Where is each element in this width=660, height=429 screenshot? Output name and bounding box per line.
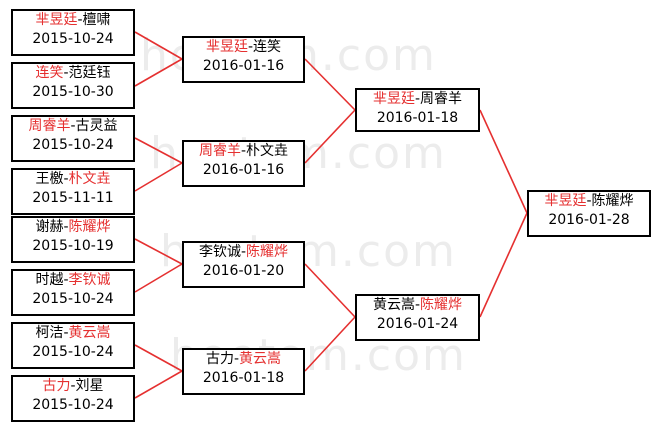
player-name: 陈耀烨 — [68, 219, 111, 235]
separator: - — [70, 378, 76, 394]
match-date: 2015-10-24 — [32, 31, 114, 47]
match-box-r2-4: 古力-黄云嵩 2016-01-18 — [182, 348, 305, 395]
player-name: 芈昱廷 — [205, 39, 248, 55]
player-name: 黄云嵩 — [372, 297, 415, 313]
player-name: 古灵益 — [75, 118, 118, 134]
match-date: 2016-01-16 — [202, 58, 285, 74]
player-name: 李钦诚 — [198, 244, 241, 260]
match-box-r1-3: 周睿羊-古灵益 2015-10-24 — [11, 115, 135, 162]
match-date: 2015-10-24 — [32, 397, 114, 413]
player-name: 芈昱廷 — [35, 12, 78, 28]
match-box-r1-2: 连笑-范廷钰 2015-10-30 — [11, 62, 135, 109]
player-name: 李钦诚 — [68, 272, 111, 288]
player-name: 古力 — [42, 378, 71, 394]
connector-line — [134, 162, 183, 192]
connector-line — [304, 109, 356, 164]
separator: - — [63, 171, 69, 187]
player-name: 周睿羊 — [420, 91, 463, 107]
player-name: 檀啸 — [82, 12, 111, 28]
player-name: 陈耀烨 — [420, 297, 463, 313]
match-date: 2016-01-16 — [202, 162, 285, 178]
separator: - — [63, 65, 69, 81]
player-name: 黄云嵩 — [68, 325, 111, 341]
connector-line — [134, 370, 183, 399]
connector-line — [134, 58, 183, 87]
player-name: 陈耀烨 — [591, 193, 634, 209]
match-date: 2015-11-11 — [32, 190, 114, 206]
match-box-r1-1: 芈昱廷-檀啸 2015-10-24 — [11, 9, 135, 56]
player-name: 连笑 — [253, 39, 282, 55]
match-date: 2015-10-24 — [32, 291, 114, 307]
separator: - — [63, 219, 69, 235]
connector-line — [304, 263, 356, 318]
match-date: 2015-10-24 — [32, 137, 114, 153]
player-name: 古力 — [205, 351, 234, 367]
connector-line — [304, 316, 356, 372]
separator: - — [233, 351, 240, 367]
player-name: 朴文垚 — [246, 143, 289, 159]
player-name: 陈耀烨 — [246, 244, 289, 260]
match-date: 2016-01-18 — [202, 370, 285, 386]
match-box-r2-2: 周睿羊-朴文垚 2016-01-16 — [182, 140, 305, 187]
connector-line — [134, 263, 183, 293]
separator: - — [63, 272, 69, 288]
match-box-r3-1: 芈昱廷-周睿羊 2016-01-18 — [355, 88, 480, 132]
match-date: 2016-01-18 — [376, 110, 459, 126]
match-box-r1-6: 时越-李钦诚 2015-10-24 — [11, 269, 135, 316]
player-name: 王檄 — [35, 171, 64, 187]
match-box-r2-1: 芈昱廷-连笑 2016-01-16 — [182, 36, 305, 83]
player-name: 芈昱廷 — [544, 193, 587, 209]
player-name: 周睿羊 — [198, 143, 241, 159]
player-name: 柯洁 — [35, 325, 64, 341]
match-date: 2016-01-20 — [202, 263, 285, 279]
separator: - — [63, 325, 69, 341]
player-name: 连笑 — [35, 65, 64, 81]
separator: - — [414, 91, 421, 107]
separator: - — [247, 39, 254, 55]
player-name: 时越 — [35, 272, 64, 288]
separator: - — [414, 297, 421, 313]
match-date: 2015-10-30 — [32, 84, 114, 100]
match-box-final: 芈昱廷-陈耀烨 2016-01-28 — [527, 190, 651, 237]
connector-line — [304, 58, 356, 111]
player-name: 范廷钰 — [68, 65, 111, 81]
player-name: 刘星 — [75, 378, 104, 394]
match-date: 2015-10-24 — [32, 344, 114, 360]
connector-line — [134, 31, 183, 60]
player-name: 芈昱廷 — [372, 91, 415, 107]
connector-line — [479, 212, 528, 318]
separator: - — [240, 143, 247, 159]
connector-line — [134, 137, 183, 164]
separator: - — [70, 118, 76, 134]
match-box-r1-8: 古力-刘星 2015-10-24 — [11, 375, 135, 422]
match-box-r1-4: 王檄-朴文垚 2015-11-11 — [11, 168, 135, 215]
separator: - — [586, 193, 592, 209]
match-box-r2-3: 李钦诚-陈耀烨 2016-01-20 — [182, 241, 305, 288]
player-name: 黄云嵩 — [239, 351, 282, 367]
separator: - — [240, 244, 247, 260]
player-name: 朴文垚 — [68, 171, 111, 187]
player-name: 周睿羊 — [28, 118, 71, 134]
match-date: 2016-01-24 — [376, 316, 459, 332]
match-date: 2016-01-28 — [548, 212, 630, 228]
match-date: 2015-10-19 — [32, 238, 114, 254]
separator: - — [77, 12, 83, 28]
match-box-r1-7: 柯洁-黄云嵩 2015-10-24 — [11, 322, 135, 369]
match-box-r1-5: 谢赫-陈耀烨 2015-10-19 — [11, 216, 135, 263]
connector-line — [479, 109, 528, 214]
connector-line — [134, 344, 183, 372]
match-box-r3-2: 黄云嵩-陈耀烨 2016-01-24 — [355, 294, 480, 341]
player-name: 谢赫 — [35, 219, 64, 235]
connector-line — [134, 238, 183, 265]
